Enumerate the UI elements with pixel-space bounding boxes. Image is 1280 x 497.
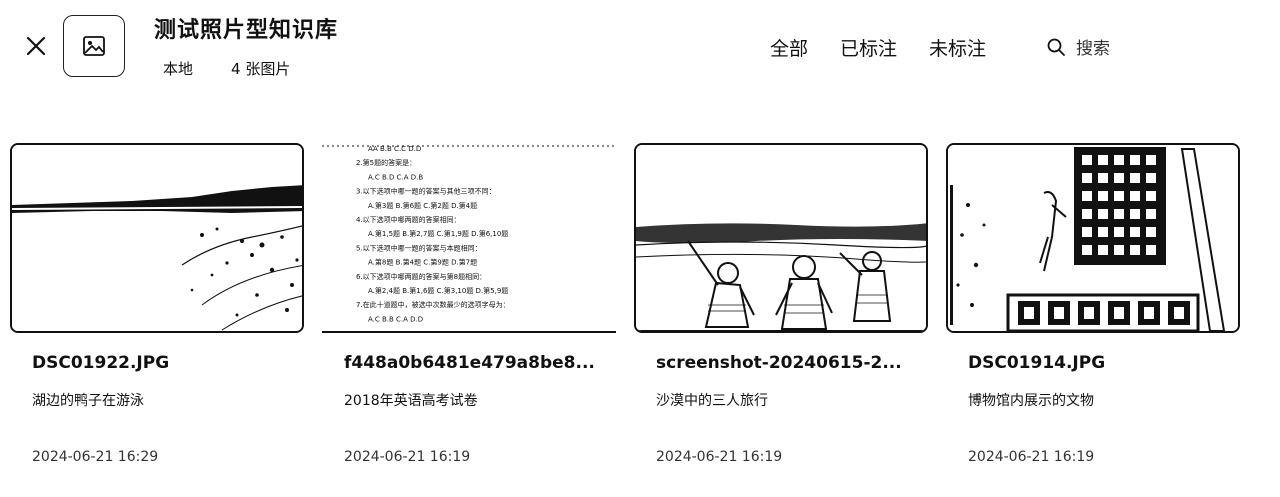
image-grid: DSC01922.JPG 湖边的鸭子在游泳 2024-06-21 16:29 A…	[10, 143, 1272, 483]
museum-photo	[948, 145, 1238, 331]
exam-paper-line: 3.以下选项中哪一题的答案与其他三项不同：	[356, 187, 496, 196]
search-label: 搜索	[1076, 39, 1110, 59]
image-thumbnail[interactable]	[634, 143, 928, 333]
image-filename: DSC01922.JPG	[32, 353, 170, 373]
image-description: 2018年英语高考试卷	[344, 393, 478, 409]
image-card[interactable]: DSC01914.JPG 博物馆内展示的文物 2024-06-21 16:19	[946, 143, 1240, 483]
exam-paper-line: A.C B.D C.A D.B	[368, 173, 423, 181]
search-button[interactable]: 搜索	[1046, 34, 1110, 59]
lake-photo	[12, 145, 302, 331]
image-date: 2024-06-21 16:29	[32, 449, 159, 465]
image-card[interactable]: screenshot-20240615-2... 沙漠中的三人旅行 2024-0…	[634, 143, 928, 483]
image-thumbnail[interactable]: AA B.B C.C D.D 2.第5题的答案是： A.C B.D C.A D.B 3…	[322, 143, 616, 333]
tab-labeled[interactable]: 已标注	[840, 38, 898, 60]
knowledge-base-avatar	[63, 15, 125, 77]
image-thumbnail[interactable]	[946, 143, 1240, 333]
tab-unlabeled[interactable]: 未标注	[929, 38, 987, 60]
image-filename: DSC01914.JPG	[968, 353, 1106, 373]
close-icon	[26, 36, 46, 56]
exam-paper-line: 6.以下选项中哪两题的答案与第8题相同：	[356, 272, 486, 281]
exam-paper-line: A.第1,5题 B.第2,7题 C.第1,9题 D.第6,10题	[368, 229, 508, 238]
image-thumbnail[interactable]	[10, 143, 304, 333]
exam-paper-line: A.C B.B C.A D.D	[368, 315, 423, 323]
image-date: 2024-06-21 16:19	[968, 449, 1095, 465]
source-label: 本地	[163, 60, 194, 78]
image-description: 沙漠中的三人旅行	[656, 393, 768, 409]
image-description: 博物馆内展示的文物	[968, 393, 1094, 409]
image-card[interactable]: DSC01922.JPG 湖边的鸭子在游泳 2024-06-21 16:29	[10, 143, 304, 483]
exam-paper-line: 7.在此十道题中，被选中次数最少的选项字母为：	[356, 300, 510, 309]
desert-photo	[636, 145, 926, 331]
image-card[interactable]: AA B.B C.C D.D 2.第5题的答案是： A.C B.D C.A D.B 3…	[322, 143, 616, 483]
image-description: 湖边的鸭子在游泳	[32, 393, 144, 409]
exam-paper-line: A.第8题 B.第4题 C.第9题 D.第7题	[368, 258, 477, 267]
image-filename: screenshot-20240615-2...	[656, 353, 902, 373]
exam-paper-line: 4.以下选项中哪两题的答案相同：	[356, 215, 461, 224]
exam-paper-line: AA B.B C.C D.D	[368, 145, 421, 153]
exam-paper-line: 2.第5题的答案是：	[356, 158, 416, 167]
exam-paper-line: 5.以下选项中哪一题的答案与本题相同：	[356, 243, 482, 252]
knowledge-base-meta: 本地 4 张图片	[163, 58, 290, 79]
filter-tabs: 全部 已标注 未标注	[770, 34, 986, 61]
image-date: 2024-06-21 16:19	[344, 449, 471, 465]
search-icon	[1047, 38, 1065, 56]
exam-paper-line: A.第2,4题 B.第1,6题 C.第3,10题 D.第5,9题	[368, 286, 508, 295]
exam-paper-line: A.第3题 B.第6题 C.第2题 D.第4题	[368, 201, 477, 210]
image-filename: f448a0b6481e479a8be8...	[344, 353, 595, 373]
image-count: 4 张图片	[231, 60, 291, 78]
tab-all[interactable]: 全部	[770, 38, 809, 60]
exam-paper-photo: AA B.B C.C D.D 2.第5题的答案是： A.C B.D C.A D.B 3…	[322, 143, 616, 331]
close-button[interactable]	[24, 34, 48, 58]
image-icon	[83, 36, 105, 56]
page-title: 测试照片型知识库	[154, 18, 339, 43]
image-date: 2024-06-21 16:19	[656, 449, 783, 465]
page-header: 测试照片型知识库 本地 4 张图片 全部 已标注 未标注 搜索	[0, 0, 1280, 100]
